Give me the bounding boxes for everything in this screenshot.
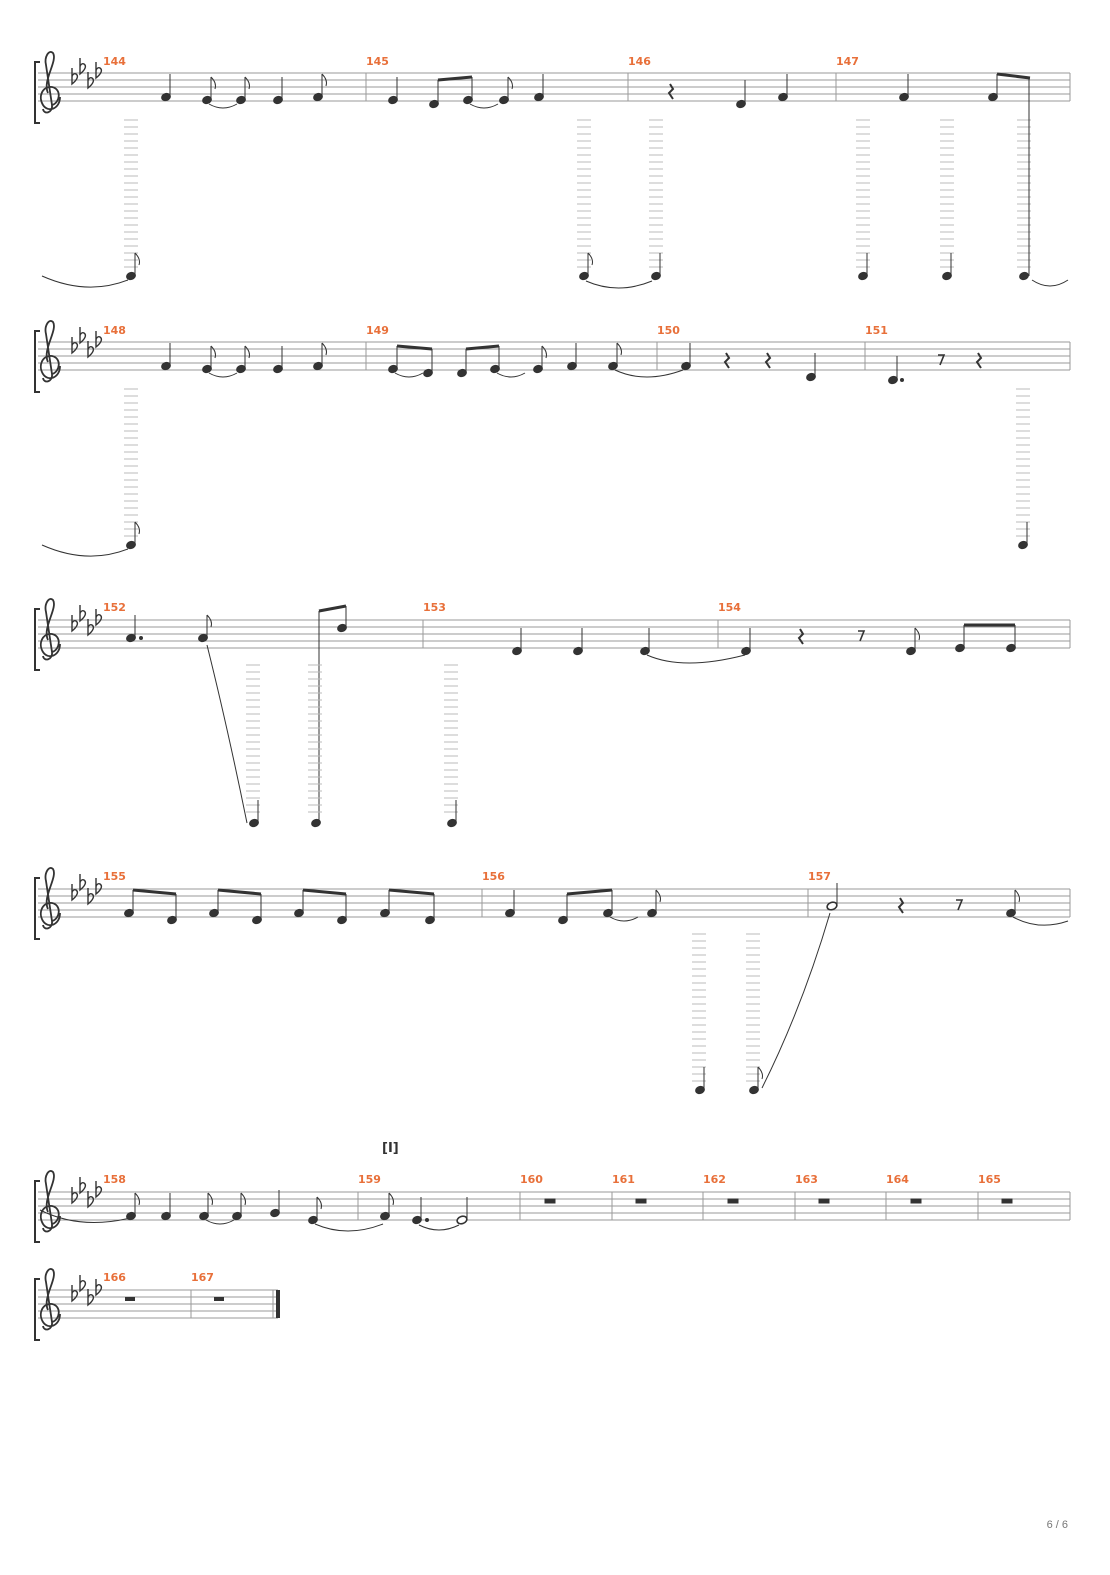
treble-clef-icon: [39, 867, 61, 930]
system-3: 152 153 154: [34, 598, 1071, 828]
measure-number: 147: [836, 55, 859, 68]
measure-number: 144: [103, 55, 126, 68]
measure-number: 156: [482, 870, 505, 883]
measure-number: 167: [191, 1271, 214, 1284]
measure-number: 148: [103, 324, 126, 337]
measure-number: 166: [103, 1271, 126, 1284]
system-6: 166 167: [34, 1268, 280, 1341]
treble-clef-icon: [39, 1268, 61, 1331]
measure-number: 154: [718, 601, 741, 614]
measure-number: 150: [657, 324, 680, 337]
notes: [39, 1190, 1013, 1232]
measure-number: 163: [795, 1173, 818, 1186]
treble-clef-icon: [39, 1170, 61, 1233]
measure-number: 152: [103, 601, 126, 614]
measure-number: 151: [865, 324, 888, 337]
notes: [124, 883, 1069, 1095]
measure-number: 164: [886, 1173, 909, 1186]
measure-number: 155: [103, 870, 126, 883]
treble-clef-icon: [39, 51, 61, 114]
measure-number: 160: [520, 1173, 543, 1186]
system-2: 148 149 150 151: [34, 320, 1071, 557]
measure-number: 161: [612, 1173, 635, 1186]
measure-number: 165: [978, 1173, 1001, 1186]
measure-number: 145: [366, 55, 389, 68]
system-5: [I] 158 159 160 161 162 163 164 165: [34, 1141, 1071, 1243]
notes: [126, 604, 1016, 828]
measure-number: 162: [703, 1173, 726, 1186]
measure-number: 159: [358, 1173, 381, 1186]
measure-number: 153: [423, 601, 446, 614]
system-1: 144 145 146 147: [34, 51, 1071, 289]
system-4: 155 156 157: [34, 867, 1071, 1095]
notes: [41, 342, 1030, 557]
measure-number: 146: [628, 55, 651, 68]
measure-number: 157: [808, 870, 831, 883]
section-marker: [I]: [382, 1141, 399, 1156]
final-barline: [276, 1290, 280, 1318]
measure-number: 149: [366, 324, 389, 337]
page-indicator: 6 / 6: [1046, 1519, 1068, 1531]
measure-number: 158: [103, 1173, 126, 1186]
treble-clef-icon: [39, 598, 61, 661]
notes: [41, 72, 1069, 289]
notes: [125, 1297, 224, 1301]
treble-clef-icon: [39, 320, 61, 383]
